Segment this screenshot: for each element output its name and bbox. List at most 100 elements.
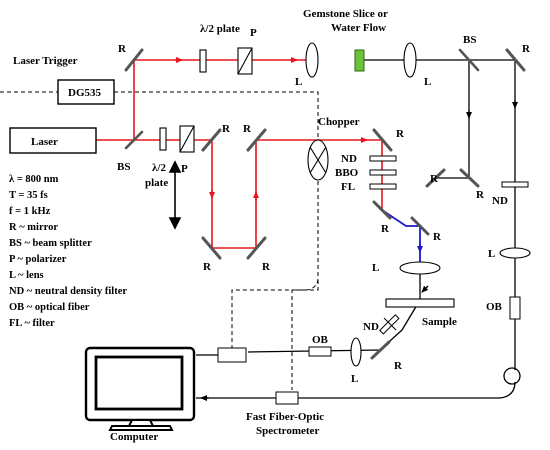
- half-wave-plate-label: λ/2 plate: [200, 23, 240, 35]
- mirror-bs-left-lower: [425, 168, 446, 188]
- mirror-label-1: R: [118, 43, 127, 55]
- red-arrows: [175, 57, 368, 200]
- labels: Gemstone Slice or Water Flow Laser Trigg…: [13, 8, 531, 443]
- plates: [159, 47, 253, 153]
- nd-right-label: ND: [492, 195, 508, 207]
- mirror-label-10: R: [476, 189, 485, 201]
- bs-lower-label: BS: [117, 161, 130, 173]
- lens-right-label: L: [488, 248, 495, 260]
- mirror-top-right: [505, 48, 526, 72]
- mirror-label-6: R: [396, 128, 405, 140]
- nd-plate-sample: [379, 314, 400, 335]
- trigger-lines: [0, 91, 319, 390]
- mirror-label-7: R: [381, 223, 390, 235]
- sample-label: Sample: [422, 316, 457, 328]
- mirror-sample-out: [370, 340, 391, 360]
- polarizer-top-label: P: [250, 27, 257, 39]
- laser-label: Laser: [31, 136, 58, 148]
- mirror-label-2: R: [222, 123, 231, 135]
- dg535-label: DG535: [68, 87, 102, 99]
- legend-item: λ = 800 nm: [9, 174, 59, 185]
- ob-box-fiber: [308, 346, 332, 357]
- lenses: [305, 42, 531, 367]
- mirror-delay-2: [246, 128, 267, 152]
- mirror-label-8: R: [433, 231, 442, 243]
- half-wave-2-label-2: plate: [145, 177, 168, 189]
- gemstone-label-2: Water Flow: [331, 22, 386, 34]
- polarizer-lower-label: P: [181, 163, 188, 175]
- lens-label-1: L: [295, 76, 302, 88]
- ob-fiber-label: OB: [312, 334, 329, 346]
- fl-label: FL: [341, 181, 355, 193]
- fiber-input-box: [217, 347, 247, 363]
- laser-box: [9, 127, 97, 154]
- mirror-delay-1: [201, 128, 222, 152]
- lens-sample-label: L: [372, 262, 379, 274]
- mirror-bbo-bottom: [372, 200, 392, 220]
- black-arrows: [200, 100, 518, 401]
- bs-top-label: BS: [463, 34, 476, 46]
- bbo-label: BBO: [335, 167, 359, 179]
- delay-stage-arrow: [168, 160, 182, 230]
- legend-item: OB ~ optical fiber: [9, 302, 90, 313]
- mirror-blue-corner: [410, 216, 430, 236]
- ob-box-right: [509, 296, 521, 320]
- mirror-label-5: R: [262, 261, 271, 273]
- half-wave-plate-lower: [159, 127, 167, 151]
- lens-fiber: [350, 337, 362, 367]
- legend-item: R ~ mirror: [9, 222, 58, 233]
- laser-trigger-label: Laser Trigger: [13, 55, 78, 67]
- fl-plate: [369, 183, 397, 190]
- mirror-top-left: [124, 48, 144, 72]
- lens-fiber-label: L: [351, 373, 358, 385]
- legend-item: T = 35 fs: [9, 190, 48, 201]
- mirrors: [124, 48, 526, 360]
- red-beam-paths: [96, 59, 383, 249]
- chopper: [307, 139, 329, 181]
- mirror-delay-4: [246, 236, 267, 260]
- chopper-label: Chopper: [318, 116, 360, 128]
- half-wave-2-label-1: λ/2: [152, 162, 166, 174]
- nd-label: ND: [341, 153, 357, 165]
- mirror-label-top-right: R: [522, 43, 531, 55]
- lens-label-2: L: [424, 76, 431, 88]
- mirror-bs-right-lower: [459, 168, 480, 188]
- lens-right: [499, 247, 531, 259]
- lens-top-2: [403, 42, 417, 78]
- lens-sample-focus: [399, 261, 441, 275]
- computer-icon: [84, 346, 196, 431]
- legend-item: FL ~ filter: [9, 318, 55, 329]
- mirror-delay-3: [201, 236, 222, 260]
- legend-item: P ~ polarizer: [9, 254, 67, 265]
- gemstone-slice: [354, 49, 365, 72]
- dg535-box: [57, 79, 115, 105]
- mirror-chopper-right: [372, 128, 393, 152]
- sample-plate: [385, 298, 455, 308]
- nd-plate-right: [501, 181, 529, 188]
- spectrometer-label-2: Spectrometer: [256, 425, 319, 437]
- nd-bbo-fl-stack: [369, 155, 397, 190]
- nd-plate-1: [369, 155, 397, 162]
- legend-item: L ~ lens: [9, 270, 44, 281]
- ob-right-label: OB: [486, 301, 503, 313]
- blue-beam: [381, 209, 423, 262]
- mirror-label-3: R: [243, 123, 252, 135]
- computer-label: Computer: [110, 431, 158, 443]
- mirror-label-11: R: [394, 360, 403, 372]
- lens-top-1: [305, 42, 319, 78]
- gemstone-label-1: Gemstone Slice or: [303, 8, 388, 20]
- mirror-label-4: R: [203, 261, 212, 273]
- nd-sample-label: ND: [363, 321, 379, 333]
- bbo-plate: [369, 169, 397, 176]
- mirror-label-9: R: [430, 173, 439, 185]
- spectrometer-box: [275, 391, 299, 405]
- bs-gemstone: [458, 48, 480, 72]
- bs-laser: [124, 130, 144, 150]
- legend: λ = 800 nm T = 35 fs f = 1 kHz R ~ mirro…: [9, 174, 127, 329]
- spectrometer-label-1: Fast Fiber-Optic: [246, 411, 324, 423]
- legend-item: f = 1 kHz: [9, 206, 51, 217]
- fiber-coil: [503, 367, 521, 385]
- half-wave-plate-top: [199, 49, 207, 73]
